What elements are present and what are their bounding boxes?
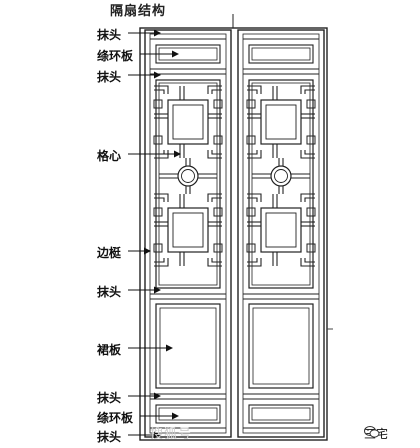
label-tao-huan-ban-bottom: 绦环板 — [97, 411, 134, 425]
wechat-icon — [364, 426, 380, 438]
label-tao-huan-ban-top: 绦环板 — [97, 49, 134, 63]
label-ge-xin: 格心 — [97, 149, 122, 163]
right-door-leaf — [238, 30, 324, 437]
label-mo-tou-4: 抹头 — [97, 391, 122, 405]
leader-arrows — [128, 29, 181, 439]
label-qun-ban: 裙板 — [97, 343, 122, 357]
left-door-leaf — [145, 30, 231, 437]
source-badge: 三宅 — [364, 425, 388, 442]
label-mo-tou-3: 抹头 — [97, 285, 122, 299]
diagram-title: 隔扇结构 — [110, 4, 167, 19]
watermark: 搜狐号 — [150, 427, 193, 442]
label-mo-tou-bottom: 抹头 — [97, 430, 122, 444]
label-mo-tou-2: 抹头 — [97, 70, 122, 84]
label-bian-ting: 边梃 — [97, 246, 122, 260]
label-mo-tou-top: 抹头 — [97, 28, 122, 42]
